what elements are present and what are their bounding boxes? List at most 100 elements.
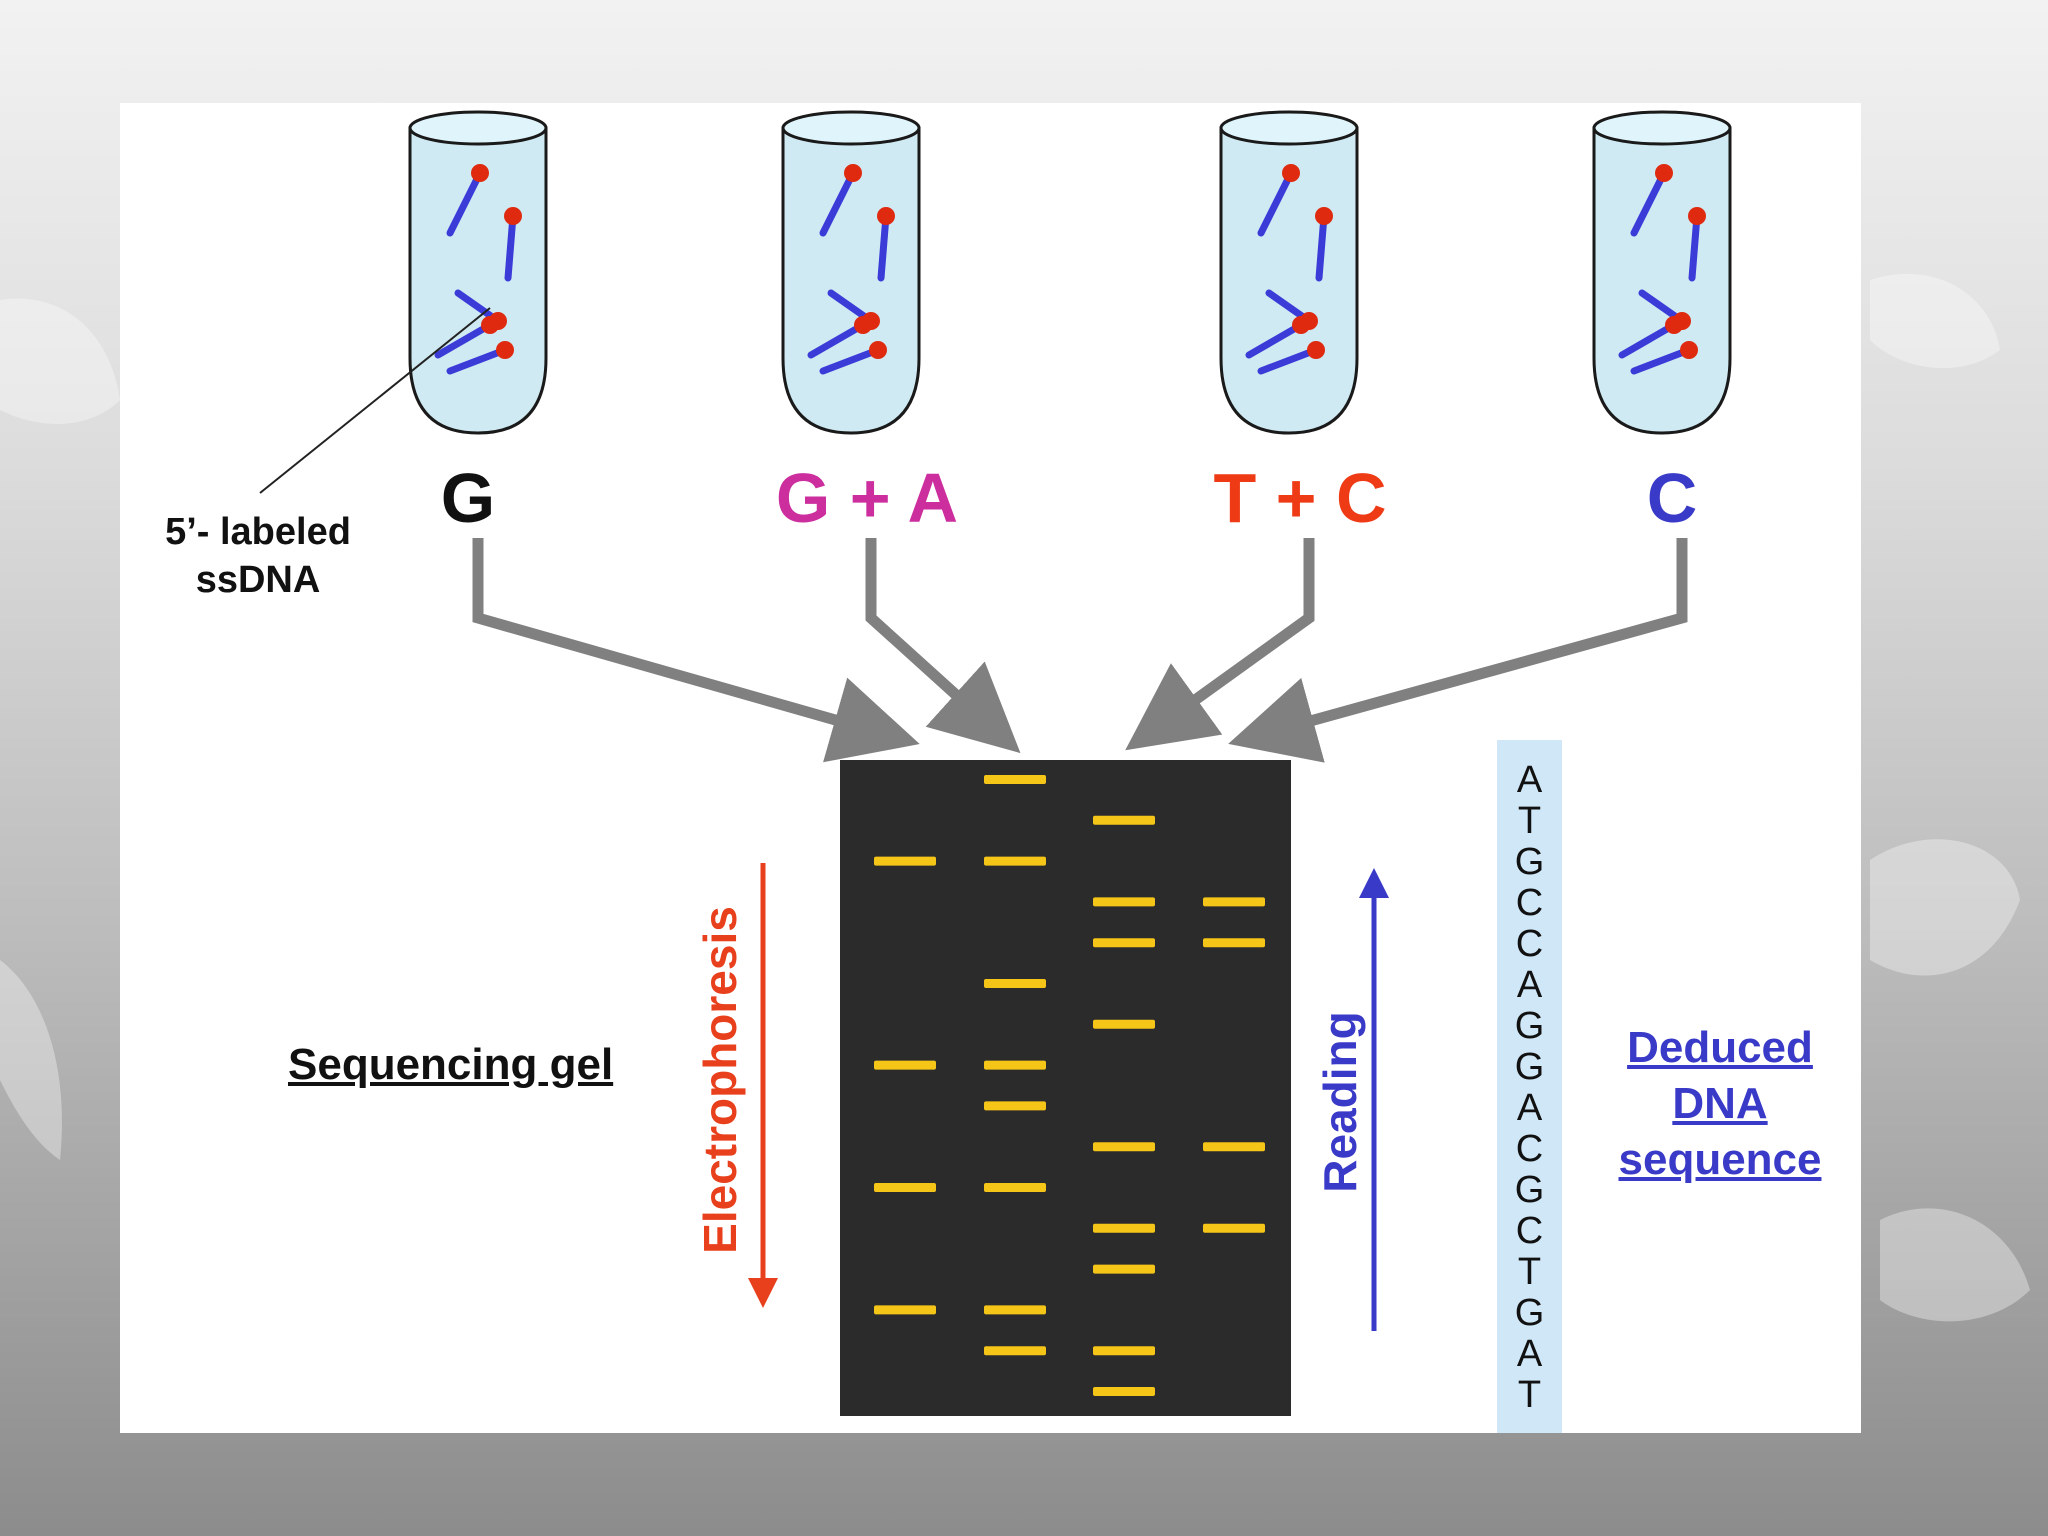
- ssdna-strand: [1245, 321, 1305, 359]
- tube-rim: [1219, 110, 1359, 146]
- ssdna-strand: [446, 346, 509, 375]
- annotation-pointer-line: [259, 307, 491, 494]
- label-bead: [1665, 316, 1683, 334]
- gel-band: [984, 1101, 1046, 1111]
- butterfly-silhouette: [1870, 273, 2000, 369]
- label-bead: [471, 164, 489, 182]
- label-bead: [1307, 341, 1325, 359]
- butterfly-silhouette: [1870, 839, 2020, 976]
- tube-label-t-plus-c: T + C: [1213, 459, 1387, 537]
- deduced-label-line3: sequence: [1618, 1135, 1822, 1184]
- gel-band: [984, 1305, 1046, 1315]
- test-tube: [1219, 110, 1359, 435]
- tube-body: [408, 126, 548, 435]
- sequence-letter: C: [1515, 923, 1544, 965]
- ssdna-strand: [819, 346, 882, 375]
- reading-label: Reading: [1314, 1011, 1366, 1193]
- ssdna-strand: [1630, 169, 1668, 237]
- deduced-sequence-label: Deduced DNA sequence: [1600, 1020, 1840, 1188]
- label-bead: [1292, 316, 1310, 334]
- sequence-letter: A: [1516, 1333, 1543, 1375]
- tube-rim: [781, 110, 921, 146]
- ssdna-strand: [807, 321, 867, 359]
- tube-label-g-plus-a: G + A: [775, 459, 959, 537]
- label-bead: [1282, 164, 1300, 182]
- sequence-strip: [1497, 740, 1562, 1433]
- gel-band: [984, 979, 1046, 988]
- sequence-letter: G: [1514, 1169, 1545, 1211]
- sequence-letter: T: [1517, 800, 1542, 842]
- sequence-letter: G: [1514, 841, 1545, 883]
- ssdna-annotation-line2: ssDNA: [195, 559, 321, 601]
- ssdna-strand: [446, 169, 484, 237]
- ssdna-strand: [434, 321, 494, 359]
- sequence-letter: A: [1516, 1087, 1543, 1129]
- gel-band: [1093, 1346, 1155, 1356]
- arrow-ga-to-gel: [865, 538, 1021, 754]
- tube-label-g: G: [440, 459, 496, 537]
- ssdna-strand: [819, 169, 857, 237]
- ssdna-strand: [1257, 169, 1295, 237]
- gel-band: [984, 1060, 1046, 1070]
- tube-rim: [408, 110, 548, 146]
- arrow-tc-to-gel: [1125, 538, 1315, 751]
- label-bead: [1655, 164, 1673, 182]
- test-tube: [781, 110, 921, 435]
- sequence-letter: C: [1515, 1128, 1544, 1170]
- sequence-letter: A: [1516, 964, 1543, 1006]
- ssdna-strand: [1257, 346, 1320, 375]
- sequence-letter: T: [1517, 1251, 1542, 1293]
- label-bead: [504, 207, 522, 225]
- ssdna-strand: [1618, 321, 1678, 359]
- gel-band: [1203, 1142, 1265, 1152]
- sequence-letter: C: [1515, 1210, 1544, 1252]
- gel-band: [874, 1183, 936, 1192]
- tube-rim: [1592, 110, 1732, 146]
- butterfly-silhouette: [0, 298, 120, 424]
- ssdna-strand: [1315, 212, 1328, 282]
- gel-band: [1203, 897, 1265, 907]
- gel-band: [874, 1060, 936, 1070]
- sequence-letter: G: [1514, 1292, 1545, 1334]
- funnel-arrows: [472, 538, 1688, 763]
- test-tube: [408, 110, 548, 435]
- gel-band: [1203, 938, 1265, 948]
- gel-band: [984, 856, 1046, 866]
- tube-body: [1219, 126, 1359, 435]
- arrow-g-to-gel: [472, 538, 920, 763]
- butterfly-silhouette: [1880, 1208, 2030, 1322]
- gel-bands: [874, 775, 1265, 1396]
- label-bead: [854, 316, 872, 334]
- gel-band: [874, 856, 936, 866]
- deduced-label-line2: DNA: [1672, 1079, 1768, 1128]
- gel-band: [1093, 1264, 1155, 1274]
- electrophoresis-label: Electrophoresis: [694, 906, 746, 1254]
- test-tube: [1592, 110, 1732, 435]
- sequence-letter: T: [1517, 1374, 1542, 1416]
- gel-band: [1093, 1019, 1155, 1029]
- gel-band: [1093, 1142, 1155, 1152]
- gel-band: [984, 1183, 1046, 1192]
- tube-label-c: C: [1646, 459, 1698, 537]
- diagram-canvas: [259, 110, 1732, 1416]
- ssdna-strand: [877, 212, 890, 282]
- gel-band: [1093, 815, 1155, 825]
- diagram-panel: G G + A T + C C: [120, 103, 1861, 1433]
- gel-band: [1093, 1387, 1155, 1396]
- test-tubes: [408, 110, 1732, 435]
- ssdna-annotation: 5’- labeled ssDNA: [138, 508, 378, 604]
- label-bead: [877, 207, 895, 225]
- sequence-letter: C: [1515, 882, 1544, 924]
- label-bead: [481, 316, 499, 334]
- ssdna-annotation-line1: 5’- labeled: [165, 511, 351, 553]
- sequencing-gel-label: Sequencing gel: [288, 1040, 614, 1089]
- label-bead: [1315, 207, 1333, 225]
- label-bead: [1680, 341, 1698, 359]
- gel-band: [1203, 1223, 1265, 1233]
- label-bead: [869, 341, 887, 359]
- gel-band: [984, 775, 1046, 784]
- sequence-letter: A: [1516, 759, 1543, 801]
- gel-band: [1093, 1223, 1155, 1233]
